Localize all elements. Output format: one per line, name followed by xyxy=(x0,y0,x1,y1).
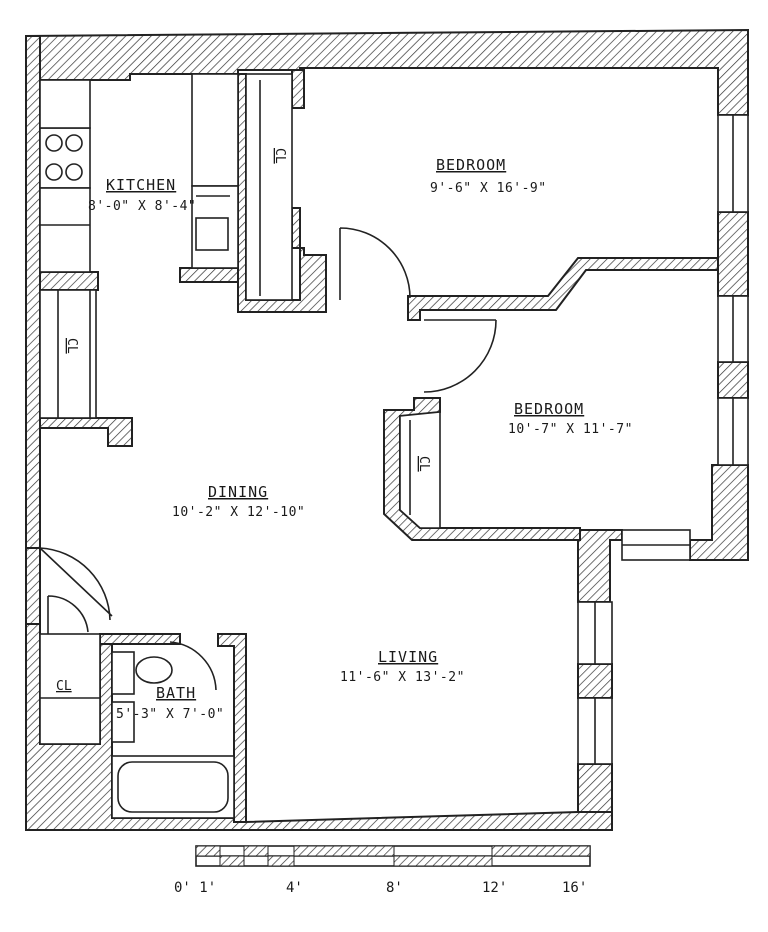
wall-living-right-mid xyxy=(577,663,613,699)
door-bath xyxy=(169,641,217,691)
closet-bedroom1-box xyxy=(245,73,293,301)
wall-entry-closet xyxy=(25,547,41,625)
bath-dims: 5'-3" X 7'-0" xyxy=(116,707,224,722)
wall-kitchen-right xyxy=(179,267,239,283)
sink xyxy=(195,217,229,251)
scale-label-12: 12' xyxy=(482,880,507,896)
scale-bar: 0' 1' 4' 8' 12' 16' xyxy=(174,845,591,896)
bedroom2-dims: 10'-7" X 11'-7" xyxy=(508,422,633,437)
wall-bedroom-divider xyxy=(407,257,719,321)
bath-fixtures xyxy=(111,651,235,819)
wall-top xyxy=(25,28,749,116)
kitchen-fixtures xyxy=(39,73,239,273)
dining-dims: 10'-2" X 12'-10" xyxy=(172,505,305,520)
refrigerator xyxy=(191,73,239,187)
closet-kitchen-box xyxy=(39,289,97,419)
wall-kitchen-left-low xyxy=(39,271,99,291)
doors xyxy=(39,227,497,691)
wall-right-mid xyxy=(717,361,749,399)
wall-right-upper xyxy=(717,211,749,297)
living-name: LIVING xyxy=(378,648,438,666)
closet-entry-box xyxy=(39,633,101,745)
scale-label-8: 8' xyxy=(386,880,403,896)
wall-closet-left-bottom xyxy=(39,417,133,447)
wall-bath-right xyxy=(217,633,247,823)
wall-left xyxy=(25,35,41,549)
sink-bath xyxy=(111,701,135,743)
scale-label-4: 4' xyxy=(286,880,303,896)
bedroom2-name: BEDROOM xyxy=(514,400,584,418)
closet-fixtures xyxy=(39,73,441,745)
scale-label-0: 0' 1' xyxy=(174,880,216,896)
closet-bedroom2-label: CL xyxy=(416,456,431,472)
counter-left-upper xyxy=(39,79,91,129)
bath-name: BATH xyxy=(156,684,196,702)
windows xyxy=(577,114,749,765)
kitchen-name: KITCHEN xyxy=(106,176,176,194)
bedroom1-name: BEDROOM xyxy=(436,156,506,174)
vanity xyxy=(111,651,135,695)
wall-living-right xyxy=(577,529,623,603)
scale-label-16: 16' xyxy=(562,880,587,896)
door-entry xyxy=(39,547,113,621)
counter-left-lower xyxy=(39,187,91,273)
door-bedroom1 xyxy=(339,227,411,300)
kitchen-dims: 8'-0" X 8'-4" xyxy=(88,199,196,214)
closet-labels: CL CL CL CL xyxy=(56,148,431,694)
wall-bedroom1-left-stub xyxy=(291,69,305,109)
wall-bath-top xyxy=(99,633,181,645)
door-entry-closet xyxy=(47,595,89,634)
toilet xyxy=(135,656,173,684)
bedroom1-dims: 9'-6" X 16'-9" xyxy=(430,181,547,196)
bathtub-inner xyxy=(117,761,229,813)
closet-bedroom1-label: CL xyxy=(272,148,287,164)
closet-kitchen-label: CL xyxy=(64,338,79,354)
closet-entry-label: CL xyxy=(56,679,72,694)
stove xyxy=(39,127,91,189)
wall-right-lower xyxy=(689,464,749,561)
living-dims: 11'-6" X 13'-2" xyxy=(340,670,465,685)
door-bedroom2 xyxy=(423,319,497,393)
dining-name: DINING xyxy=(208,483,268,501)
room-labels: BEDROOM 9'-6" X 16'-9" KITCHEN 8'-0" X 8… xyxy=(88,156,633,722)
